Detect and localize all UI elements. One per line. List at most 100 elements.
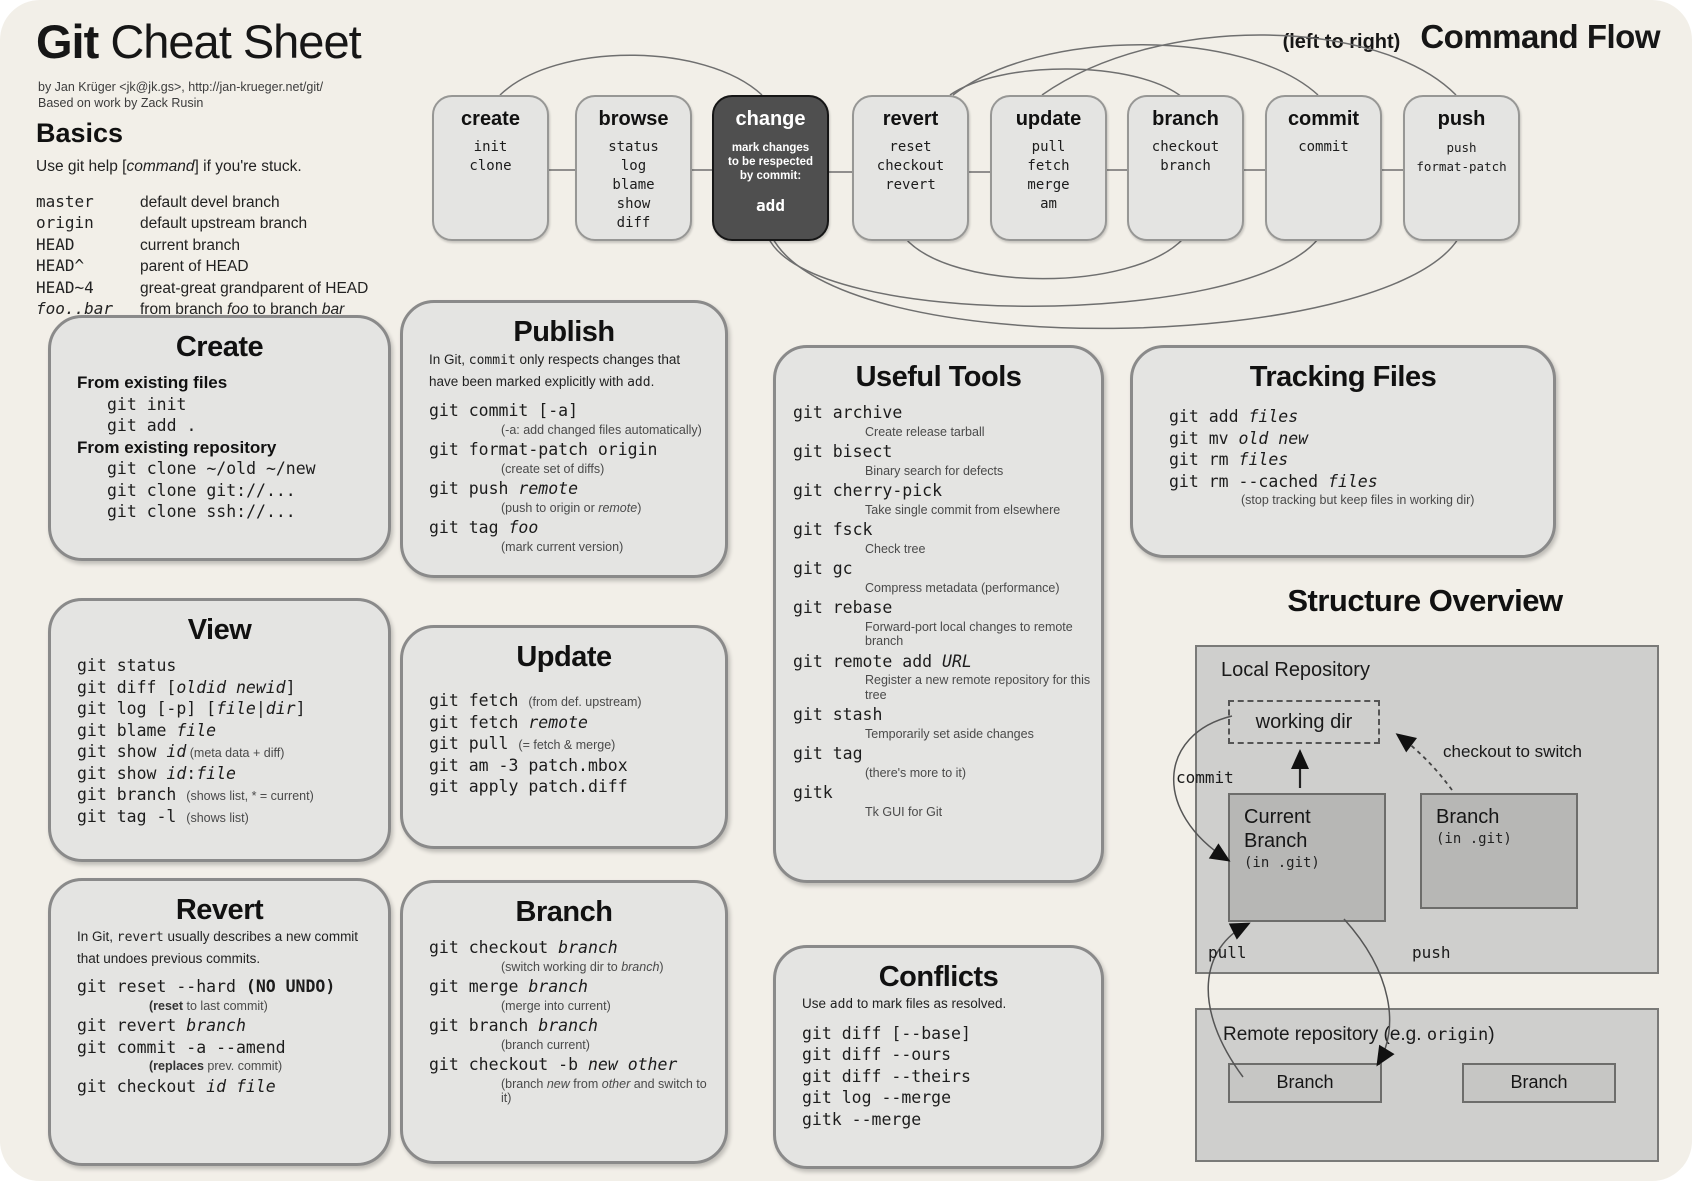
text-line: (there's more to it) (865, 765, 967, 780)
text-line: git mv old new (1169, 428, 1309, 448)
text-line: Create release tarball (865, 424, 985, 439)
text-line: git status (77, 656, 177, 675)
basics-title: Basics (36, 118, 124, 148)
panel-revert: Revert In Git, revert usually describes … (48, 878, 391, 1166)
flow-box-title: update (1015, 108, 1082, 130)
panel-commands: git commit [-a](-a: add changed files au… (403, 397, 725, 567)
panel-intro: Use add to mark files as resolved. (776, 994, 1101, 1020)
text-line: git format-patch origin (429, 440, 658, 459)
text-line: gitk --merge (802, 1109, 922, 1129)
text-line: Forward-port local changes to remote bra… (865, 619, 1073, 649)
command-flow-heading: (left to right) Command Flow (1283, 18, 1661, 56)
text-line: HEAD^parent of HEAD (36, 256, 249, 275)
pull-arrow-label: pull (1208, 943, 1247, 962)
text-line: (create set of diffs) (501, 461, 605, 476)
text-line: gitk (793, 783, 833, 802)
text-line: Check tree (865, 541, 926, 556)
text-line: git checkout id file (77, 1076, 276, 1096)
panel-title: View (187, 614, 252, 646)
flow-box-command: add (756, 196, 785, 215)
command-flow-title: Command Flow (1420, 18, 1660, 55)
panel-title: Update (516, 641, 612, 673)
text-line: git diff --ours (802, 1045, 952, 1064)
commit-arrow-label: commit (1176, 768, 1234, 787)
text-line: git show id (meta data + diff) (77, 742, 285, 761)
other-branch-sub: (in .git) (1436, 831, 1512, 847)
text-line: (stop tracking but keep files in working… (1241, 493, 1475, 507)
flow-box-title: revert (882, 108, 939, 130)
text-line: git log --merge (802, 1088, 952, 1107)
remote-label-post: ) (1488, 1024, 1495, 1045)
page-title: Git Cheat Sheet (36, 14, 362, 69)
working-dir-box: working dir (1228, 700, 1380, 744)
text-line: From existing repository (77, 437, 277, 457)
text-line: git stash (793, 705, 883, 724)
text-line: git cherry-pick (793, 481, 943, 500)
text-line: (reset to last commit) (149, 998, 268, 1013)
panel-title: Useful Tools (855, 361, 1022, 393)
panel-branch: Branch git checkout branch(switch workin… (400, 880, 728, 1164)
text-line: Take single commit from elsewhere (865, 502, 1061, 517)
current-branch-box: Current Branch (in .git) (1228, 793, 1386, 922)
text-line: (switch working dir to branch) (501, 959, 664, 974)
panel-title: Revert (175, 894, 264, 926)
panel-commands: git fetch (from def. upstream) git fetch … (403, 679, 725, 809)
text-line: git fetch (from def. upstream) (429, 691, 642, 710)
panel-conflicts: Conflicts Use add to mark files as resol… (773, 945, 1104, 1169)
flow-box-revert: revert reset checkout revert (852, 95, 969, 241)
flow-box-title: browse (598, 108, 669, 130)
text-line: git fsck (793, 520, 873, 539)
flow-box-title: change (735, 108, 806, 130)
text-line: In Git, commit only respects changes tha… (429, 352, 681, 390)
text-line: git apply patch.diff (429, 777, 628, 796)
text-line: git clone ssh://... (107, 502, 296, 521)
push-arrow-label: push (1412, 943, 1451, 962)
flow-box-title: commit (1287, 108, 1360, 130)
text-line: git bisect (793, 442, 893, 461)
text-line: (replaces prev. commit) (149, 1059, 283, 1073)
flow-box-commit: commit commit (1265, 95, 1382, 241)
remote-branch-box-1: Branch (1228, 1063, 1382, 1103)
flow-box-commands: push format-patch (1416, 140, 1507, 174)
panel-commands: git reset --hard (NO UNDO)(reset to last… (51, 973, 388, 1108)
text-line: git pull (= fetch & merge) (429, 734, 616, 753)
text-line: From existing files (77, 373, 228, 392)
text-line: (push to origin or remote) (501, 500, 642, 515)
text-line: git branch (shows list, * = current) (77, 785, 314, 804)
text-line: git fetch remote (429, 712, 588, 732)
flow-box-create: create init clone (432, 95, 549, 241)
text-line: Compress metadata (performance) (865, 580, 1060, 595)
text-line: (mark current version) (501, 539, 624, 554)
structure-overview-title: Structure Overview (1287, 583, 1563, 618)
flow-box-title: branch (1152, 108, 1219, 130)
text-line: git rm files (1169, 450, 1289, 469)
panel-update: Update git fetch (from def. upstream)git… (400, 625, 728, 849)
text-line: git blame file (77, 720, 217, 740)
flow-box-update: update pull fetch merge am (990, 95, 1107, 241)
flow-box-commands: reset checkout revert (876, 139, 945, 193)
panel-title: Create (175, 331, 264, 363)
basics-section: Basics Use git help [command] if you're … (36, 118, 436, 321)
text-line: Temporarily set aside changes (865, 726, 1034, 741)
text-line: git diff [oldid newid] (77, 677, 296, 697)
text-line: git show id:file (77, 763, 236, 783)
text-line: git branch branch (429, 1016, 598, 1035)
panel-publish: Publish In Git, commit only respects cha… (400, 300, 728, 578)
local-repository-label: Local Repository (1221, 659, 1370, 681)
checkout-arrow-label: checkout to switch (1443, 742, 1582, 761)
panel-title: Publish (513, 316, 615, 348)
text-line: git add files (1169, 407, 1299, 426)
text-line: git tag -l (shows list) (77, 806, 249, 826)
